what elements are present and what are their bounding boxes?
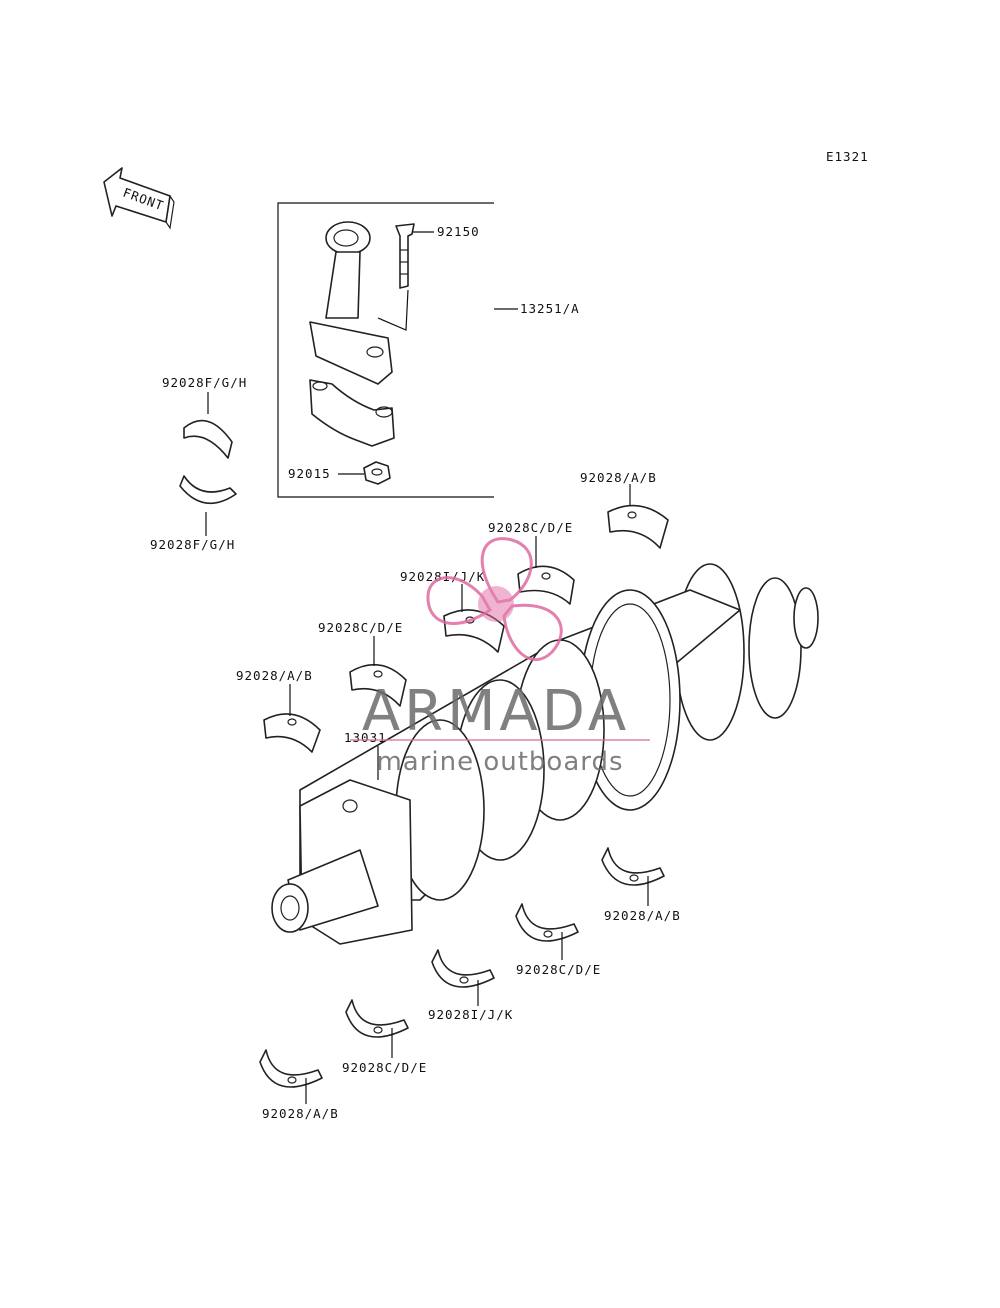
label-main-lower-4: 92028C/D/E [342, 1060, 427, 1075]
main-bearing-upper-2 [517, 565, 575, 605]
main-bearing-lower-3 [431, 949, 495, 988]
label-main-upper-1: 92028/A/B [580, 470, 657, 485]
main-bearing-upper-4 [349, 663, 407, 707]
conrod-bearing-upper [183, 419, 233, 459]
crankshaft [271, 563, 819, 945]
label-main-lower-5: 92028/A/B [262, 1106, 339, 1121]
label-conrod-bearing-upper: 92028F/G/H [162, 375, 247, 390]
main-bearing-upper-5 [263, 713, 321, 753]
conrod-nut [363, 461, 391, 485]
watermark-brand: ARMADA [362, 679, 630, 744]
bolt-position-line [377, 289, 409, 331]
propeller-logo [426, 537, 563, 661]
label-crankshaft: 13031 [344, 730, 387, 745]
main-bearing-lower-1 [601, 847, 665, 886]
armada-watermark: ARMADA marine outboards [350, 537, 650, 777]
main-bearing-lower-5 [259, 1049, 323, 1088]
label-conrod-assy: 13251/A [520, 301, 580, 316]
label-main-upper-5: 92028/A/B [236, 668, 313, 683]
label-main-upper-2: 92028C/D/E [488, 520, 573, 535]
main-bearing-upper-1 [607, 504, 669, 549]
label-bolt: 92150 [437, 224, 480, 239]
label-main-upper-3: 92028I/J/K [400, 569, 485, 584]
conrod-bearing-lower [179, 475, 237, 505]
connecting-rod [309, 221, 393, 385]
diagram-id: E1321 [826, 149, 869, 164]
label-main-lower-2: 92028C/D/E [516, 962, 601, 977]
label-conrod-bearing-lower: 92028F/G/H [150, 537, 235, 552]
conrod-assembly-bracket [277, 202, 494, 498]
main-bearing-lower-2 [515, 903, 579, 942]
label-main-lower-3: 92028I/J/K [428, 1007, 513, 1022]
front-arrow: FRONT [103, 167, 175, 230]
label-main-lower-1: 92028/A/B [604, 908, 681, 923]
leader-lines [205, 231, 649, 1104]
conrod-bolt [395, 223, 415, 289]
watermark-tagline: marine outboards [376, 747, 623, 777]
label-nut: 92015 [288, 466, 331, 481]
rod-cap [309, 379, 395, 447]
label-main-upper-4: 92028C/D/E [318, 620, 403, 635]
main-bearing-lower-4 [345, 999, 409, 1038]
